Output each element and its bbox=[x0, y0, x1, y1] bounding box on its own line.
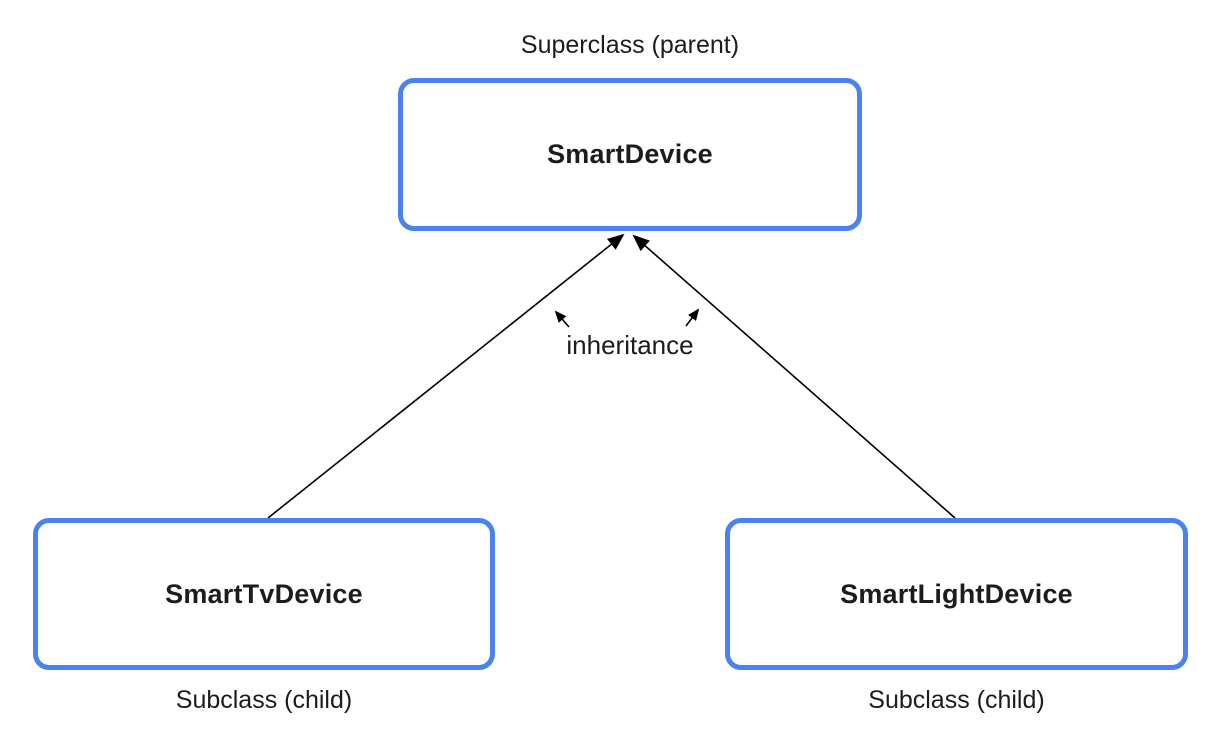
subclass-caption-left: Subclass (child) bbox=[175, 686, 353, 714]
inheritance-pointer-right-icon bbox=[685, 308, 700, 327]
subclass-box-smarttvdevice: SmartTvDevice bbox=[33, 518, 495, 670]
inheritance-pointer-left-icon bbox=[554, 310, 570, 328]
inheritance-label: inheritance bbox=[566, 330, 694, 360]
subclass-name-smarttvdevice: SmartTvDevice bbox=[165, 578, 363, 609]
inheritance-arrow-left bbox=[267, 233, 625, 519]
superclass-caption: Superclass (parent) bbox=[520, 31, 740, 59]
subclass-box-smartlightdevice: SmartLightDevice bbox=[725, 518, 1188, 670]
superclass-name: SmartDevice bbox=[547, 139, 713, 169]
inheritance-arrow-right bbox=[632, 234, 956, 519]
superclass-box: SmartDevice bbox=[398, 78, 862, 231]
subclass-caption-right: Subclass (child) bbox=[868, 686, 1045, 714]
subclass-name-smartlightdevice: SmartLightDevice bbox=[840, 578, 1073, 609]
